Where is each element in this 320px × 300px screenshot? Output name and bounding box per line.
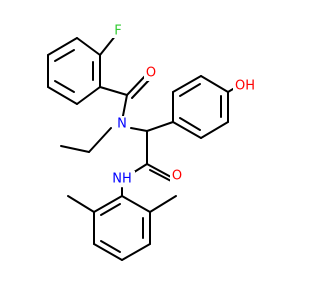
ethyl-group — [60, 127, 112, 153]
hydroxyl-label: OH — [235, 79, 255, 94]
hydroxyphenyl-ring — [146, 75, 239, 139]
fluorine-label: F — [114, 24, 121, 39]
fluorobenzoyl-ring — [47, 37, 101, 105]
carbonyl-oxygen-label-1: O — [146, 66, 156, 81]
dimethylphenyl-ring — [67, 195, 177, 261]
carbonyl-group-1 — [99, 74, 151, 122]
amide-nitrogen-label-1: N — [117, 117, 127, 132]
amide-nitrogen-label-2: NH — [112, 172, 132, 187]
n-alpha-bond — [130, 127, 148, 132]
structure-canvas: F O N OH NH O — [47, 22, 257, 261]
c-f-bond — [99, 34, 117, 56]
carbonyl-oxygen-label-2: O — [172, 169, 182, 184]
amide-carbonyl-2 — [130, 130, 174, 183]
